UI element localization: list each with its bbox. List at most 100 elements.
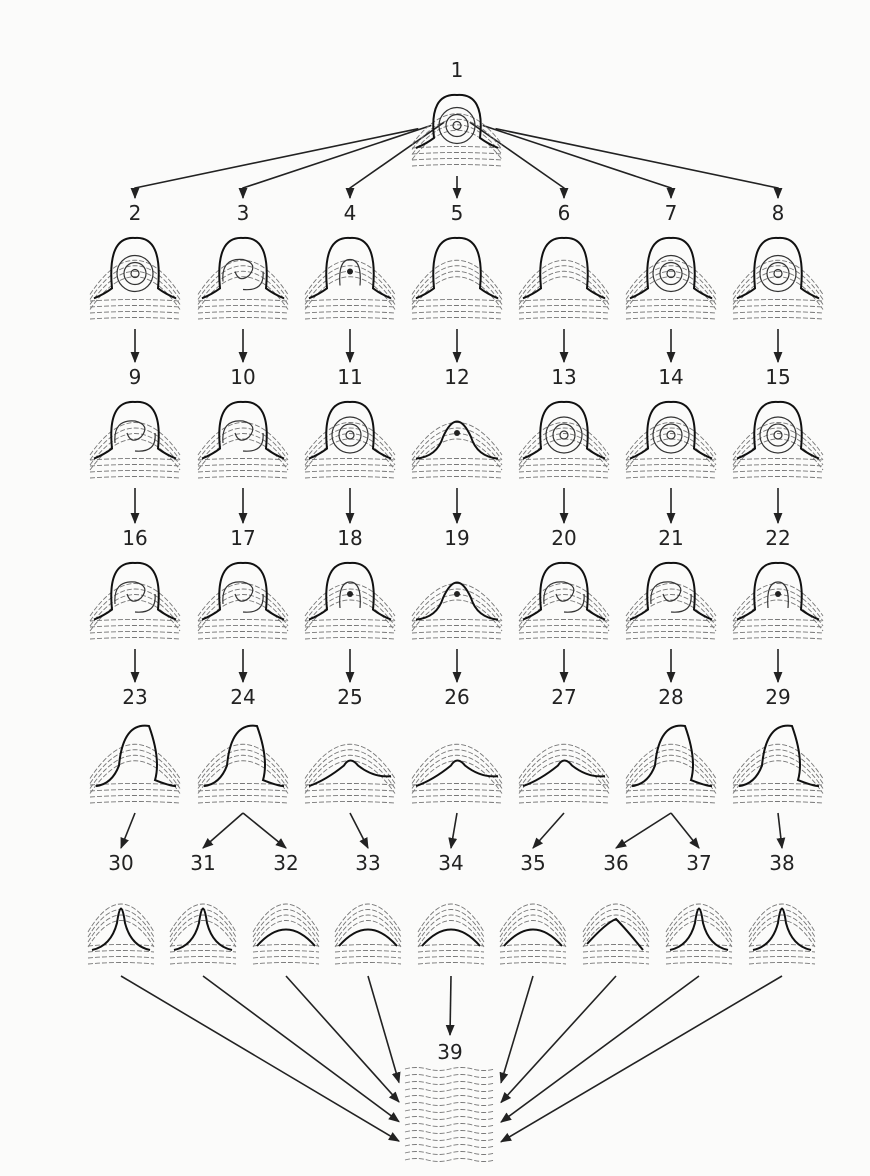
- node-label-5: 5: [451, 201, 464, 225]
- fingerprint-pattern-23: [90, 726, 180, 803]
- pattern-node-20: 20: [519, 526, 609, 639]
- edge-25-33: [350, 813, 368, 848]
- fingerprint-pattern-13: [519, 402, 609, 478]
- node-label-14: 14: [658, 365, 683, 389]
- node-label-23: 23: [122, 685, 147, 709]
- fingerprint-pattern-34: [418, 904, 484, 964]
- edge-38-39: [501, 976, 782, 1142]
- pattern-node-19: 19: [412, 526, 502, 639]
- fingerprint-pattern-8: [733, 238, 823, 319]
- fingerprint-pattern-24: [198, 726, 288, 803]
- node-label-1: 1: [451, 58, 464, 82]
- node-label-6: 6: [558, 201, 571, 225]
- node-label-19: 19: [444, 526, 469, 550]
- fingerprint-pattern-4: [305, 238, 395, 319]
- pattern-node-36: 36: [583, 851, 649, 964]
- pattern-node-21: 21: [626, 526, 716, 639]
- fingerprint-pattern-27: [519, 744, 609, 803]
- node-label-37: 37: [686, 851, 711, 875]
- pattern-node-22: 22: [733, 526, 823, 639]
- pattern-node-17: 17: [198, 526, 288, 639]
- pattern-node-11: 11: [305, 365, 395, 478]
- pattern-node-9: 9: [90, 365, 180, 478]
- node-label-21: 21: [658, 526, 683, 550]
- fingerprint-pattern-28: [626, 726, 716, 803]
- pattern-node-37: 37: [666, 851, 732, 964]
- node-label-24: 24: [230, 685, 255, 709]
- node-label-29: 29: [765, 685, 790, 709]
- fingerprint-pattern-20: [519, 563, 609, 639]
- node-label-32: 32: [273, 851, 298, 875]
- fingerprint-pattern-10: [198, 402, 288, 478]
- node-label-8: 8: [772, 201, 785, 225]
- fingerprint-pattern-6: [519, 238, 609, 319]
- node-label-9: 9: [129, 365, 142, 389]
- edge-27-35: [533, 813, 564, 848]
- fingerprint-pattern-5: [412, 238, 502, 319]
- node-label-28: 28: [658, 685, 683, 709]
- pattern-node-27: 27: [519, 685, 609, 803]
- node-label-13: 13: [551, 365, 576, 389]
- pattern-node-12: 12: [412, 365, 502, 478]
- node-label-39: 39: [437, 1040, 462, 1064]
- pattern-node-33: 33: [335, 851, 401, 964]
- pattern-node-24: 24: [198, 685, 288, 803]
- node-label-26: 26: [444, 685, 469, 709]
- node-label-2: 2: [129, 201, 142, 225]
- fingerprint-pattern-25: [305, 744, 395, 803]
- pattern-node-1: 1: [412, 58, 502, 166]
- fingerprint-pattern-26: [412, 744, 502, 803]
- edge-33-39: [368, 976, 399, 1082]
- node-label-16: 16: [122, 526, 147, 550]
- pattern-node-38: 38: [749, 851, 815, 964]
- pattern-node-4: 4: [305, 201, 395, 319]
- node-label-27: 27: [551, 685, 576, 709]
- fingerprint-pattern-31: [170, 904, 236, 964]
- pattern-node-7: 7: [626, 201, 716, 319]
- fingerprint-pattern-39: [405, 1068, 495, 1162]
- edge-24-31: [203, 813, 243, 848]
- node-label-38: 38: [769, 851, 794, 875]
- fingerprint-pattern-18: [305, 563, 395, 639]
- edge-26-34: [451, 813, 457, 848]
- edge-35-39: [501, 976, 533, 1083]
- node-label-3: 3: [237, 201, 250, 225]
- pattern-node-2: 2: [90, 201, 180, 319]
- edge-23-30: [121, 813, 135, 848]
- edge-1-3: [243, 125, 431, 198]
- pattern-node-10: 10: [198, 365, 288, 478]
- fingerprint-pattern-15: [733, 402, 823, 478]
- fingerprint-pattern-29: [733, 726, 823, 803]
- node-label-7: 7: [665, 201, 678, 225]
- fingerprint-pattern-11: [305, 402, 395, 478]
- pattern-node-14: 14: [626, 365, 716, 478]
- node-label-20: 20: [551, 526, 576, 550]
- pattern-node-13: 13: [519, 365, 609, 478]
- pattern-node-26: 26: [412, 685, 502, 803]
- pattern-node-30: 30: [88, 851, 154, 964]
- node-label-34: 34: [438, 851, 463, 875]
- edge-32-39: [286, 976, 399, 1102]
- node-label-18: 18: [337, 526, 362, 550]
- pattern-node-35: 35: [500, 851, 566, 964]
- fingerprint-pattern-33: [335, 904, 401, 964]
- edge-34-39: [450, 976, 451, 1035]
- edge-24-32: [243, 813, 286, 848]
- pattern-node-5: 5: [412, 201, 502, 319]
- edge-1-2: [135, 129, 418, 198]
- edge-29-38: [778, 813, 782, 848]
- pattern-node-29: 29: [733, 685, 823, 803]
- fingerprint-pattern-2: [90, 238, 180, 319]
- pattern-node-31: 31: [170, 851, 236, 964]
- node-label-17: 17: [230, 526, 255, 550]
- edge-30-39: [121, 976, 399, 1141]
- fingerprint-pattern-32: [253, 904, 319, 964]
- node-label-35: 35: [520, 851, 545, 875]
- fingerprint-pattern-17: [198, 563, 288, 639]
- fingerprint-pattern-12: [412, 422, 502, 479]
- node-label-22: 22: [765, 526, 790, 550]
- node-label-36: 36: [603, 851, 628, 875]
- fingerprint-pattern-37: [666, 904, 732, 964]
